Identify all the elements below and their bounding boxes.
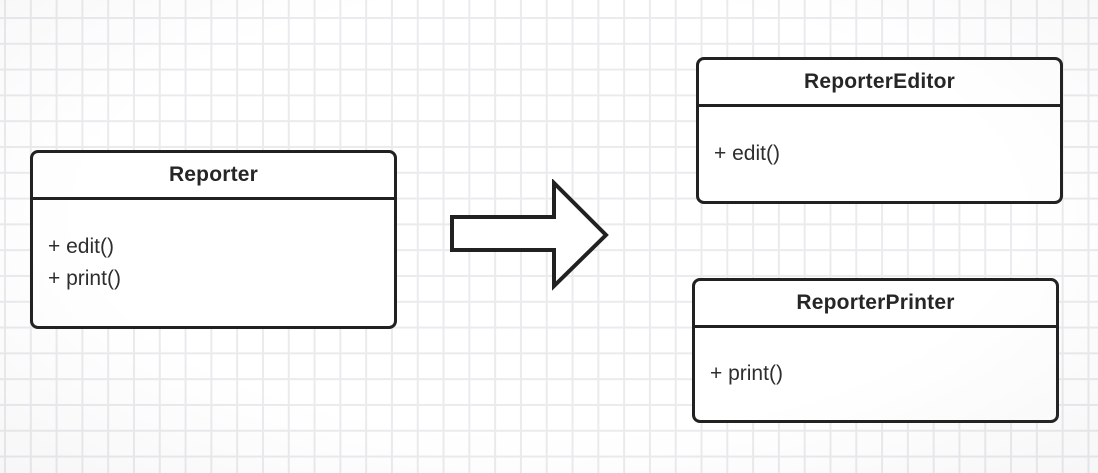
- class-title-reporter: Reporter: [33, 153, 394, 200]
- method-edit: + edit(): [714, 142, 780, 165]
- method-print: + print(): [710, 362, 783, 385]
- class-title-reporter-printer: ReporterPrinter: [695, 281, 1056, 328]
- class-body-reporter-printer: + print(): [695, 328, 1056, 420]
- method-edit: + edit(): [48, 235, 114, 258]
- class-title-reporter-editor: ReporterEditor: [699, 60, 1060, 107]
- class-body-reporter-editor: + edit(): [699, 107, 1060, 201]
- method-print: + print(): [48, 267, 121, 290]
- class-body-reporter: + edit() + print(): [33, 200, 394, 326]
- right-block-arrow-icon: [450, 179, 609, 291]
- class-box-reporter-printer: ReporterPrinter + print(): [692, 278, 1059, 423]
- class-box-reporter: Reporter + edit() + print(): [30, 150, 397, 329]
- class-box-reporter-editor: ReporterEditor + edit(): [696, 57, 1063, 204]
